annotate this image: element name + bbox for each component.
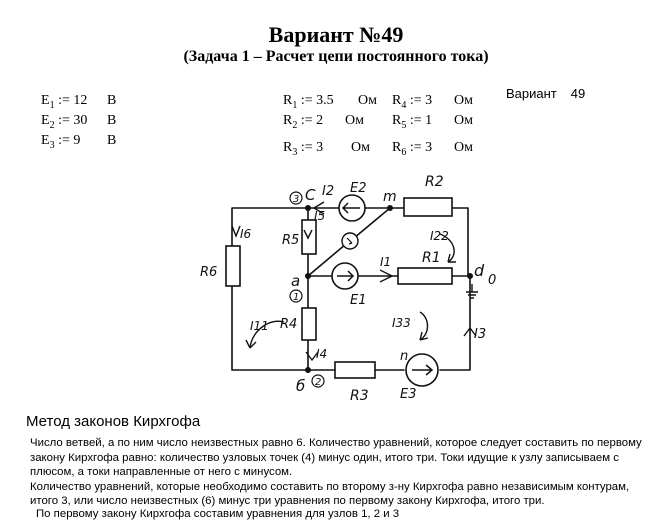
label-e2: E2 <box>350 181 367 196</box>
param-r4: R4 := 3 Ом <box>392 93 473 111</box>
label-i6: I6 <box>240 227 252 241</box>
label-node-c: C <box>305 186 316 204</box>
node-d <box>467 273 473 279</box>
resistor-r6 <box>225 245 241 287</box>
label-node-c-num: 3 <box>293 194 299 205</box>
param-r5: R5 := 1 Ом <box>392 113 473 131</box>
label-r1: R1 <box>422 250 441 266</box>
node-b <box>305 367 311 373</box>
label-node-d: d <box>474 261 485 280</box>
param-r1: R1 := 3.5 Ом <box>283 93 377 111</box>
label-i22: I22 <box>430 229 449 243</box>
node-a-num-circle <box>289 289 303 303</box>
explanation-text: Число ветвей, а по ним число неизвестных… <box>30 436 660 509</box>
label-node-n: n <box>400 349 408 364</box>
current-arrows <box>231 201 477 362</box>
label-r6: R6 <box>200 265 217 280</box>
label-r5: R5 <box>282 233 299 248</box>
wire-top <box>231 207 405 214</box>
source-e5-small <box>341 232 359 250</box>
cut-off-line: По первому закону Кирхгофа составим урав… <box>36 508 400 520</box>
paragraph-2: Количество уравнений, которые необходимо… <box>30 480 630 508</box>
ground-icon <box>466 284 478 299</box>
label-i11: I11 <box>250 319 269 333</box>
label-node-b-num: 2 <box>315 377 321 388</box>
label-node-b: б <box>296 377 305 395</box>
page-subtitle: (Задача 1 – Расчет цепи постоянного тока… <box>183 48 489 65</box>
param-e1: E1 := 12 В <box>41 93 117 111</box>
node-c <box>305 205 311 211</box>
method-heading: Метод законов Кирхгофа <box>26 413 201 430</box>
param-e2: E2 := 30 В <box>41 113 117 131</box>
param-r3: R3 := 3 Ом <box>283 140 370 158</box>
wire-left <box>231 212 336 371</box>
resistor-r2 <box>403 197 453 217</box>
node-a <box>305 273 311 279</box>
label-i4: I4 <box>316 347 327 361</box>
paragraph-1: Число ветвей, а по ним число неизвестных… <box>30 437 642 479</box>
node-m <box>387 205 393 211</box>
wire-diagonal <box>307 207 391 277</box>
page-title: Вариант №49 <box>268 22 404 47</box>
label-r3: R3 <box>350 388 369 404</box>
label-node-m: m <box>383 189 397 205</box>
param-e3: E3 := 9 В <box>41 133 117 151</box>
source-e1 <box>331 262 359 290</box>
label-e3: E3 <box>400 387 417 402</box>
label-node-a-num: 1 <box>293 292 299 303</box>
circuit-diagram: 3 C m a 1 б 2 d 0 n I2 E2 R2 I5 R5 I6 R6… <box>200 174 496 404</box>
param-r2: R2 := 2 Ом <box>283 113 364 131</box>
label-i5: I5 <box>314 209 325 223</box>
variant-label: Вариант <box>506 86 557 101</box>
resistor-r1 <box>397 267 453 285</box>
resistor-r3 <box>334 361 376 379</box>
label-e1: E1 <box>350 293 367 308</box>
label-r4: R4 <box>280 317 297 332</box>
node-c-num-circle <box>289 191 303 205</box>
wire-right <box>439 207 471 371</box>
label-i3: I3 <box>474 327 486 342</box>
label-r2: R2 <box>425 174 444 190</box>
variant-note: Вариант 49 <box>506 86 585 101</box>
label-i1: I1 <box>380 255 391 269</box>
resistor-r4 <box>301 307 317 341</box>
loop-arrows <box>245 233 456 349</box>
source-e3 <box>405 353 439 387</box>
label-i2: I2 <box>322 184 334 199</box>
label-node-a: a <box>291 272 300 290</box>
param-r6: R6 := 3 Ом <box>392 140 473 158</box>
node-b-num-circle <box>311 374 325 388</box>
label-i33: I33 <box>392 316 411 330</box>
variant-number: 49 <box>570 86 586 101</box>
label-node-d-num: 0 <box>488 273 496 288</box>
source-e2 <box>338 194 366 222</box>
